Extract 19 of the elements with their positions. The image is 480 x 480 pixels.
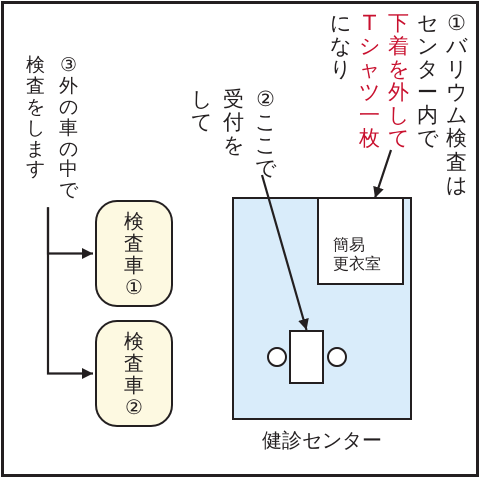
building-label: 健診センター: [261, 427, 383, 454]
vehicle-box: 検査車②: [95, 320, 173, 427]
vertical-caption: 検査をします: [26, 55, 45, 180]
vehicle-box: 検査車①: [95, 200, 173, 307]
vertical-caption: 下着を外して: [388, 12, 409, 151]
vertical-caption: ①バリウム検査は: [446, 12, 467, 197]
vertical-caption: になり: [330, 12, 351, 82]
room-label: 簡易更衣室: [333, 235, 381, 274]
vertical-caption: 受付を: [223, 88, 244, 158]
vertical-caption: ③外の車の中で: [59, 55, 78, 202]
arrow: [373, 150, 392, 198]
vertical-caption: センター内で: [417, 12, 438, 151]
arrow: [46, 207, 93, 379]
vertical-caption: して: [191, 88, 212, 134]
vertical-caption: Tシャツ一枚: [359, 12, 380, 151]
arrow: [260, 174, 309, 330]
vertical-caption: ②ここで: [255, 88, 276, 180]
changing-room: [317, 197, 404, 285]
desk: [289, 330, 324, 384]
